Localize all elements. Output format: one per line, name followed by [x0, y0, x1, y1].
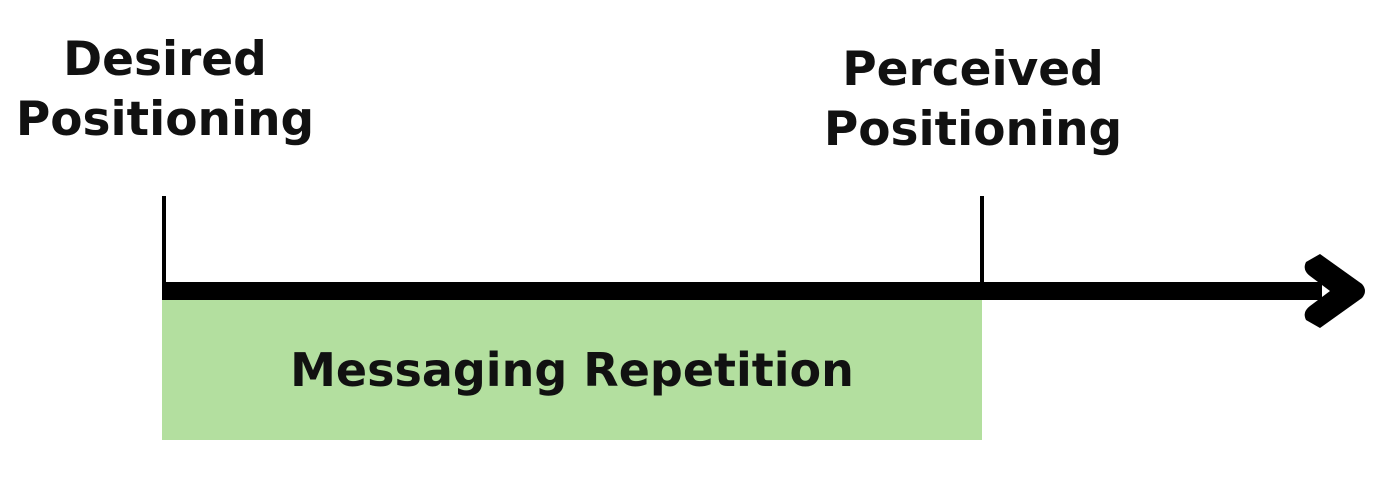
perceived-positioning-tick: [980, 196, 984, 286]
perceived-positioning-label: Perceived Positioning: [818, 40, 1128, 160]
perceived-positioning-label-line-1: Perceived: [842, 42, 1104, 97]
messaging-repetition-band: [162, 300, 982, 440]
desired-positioning-tick: [162, 196, 166, 286]
desired-positioning-label-line-1: Desired: [63, 32, 267, 87]
perceived-positioning-label-line-2: Positioning: [823, 102, 1123, 157]
timeline-arrow-shaft: [162, 282, 1322, 300]
desired-positioning-label-line-2: Positioning: [15, 92, 315, 147]
desired-positioning-label: Desired Positioning: [10, 30, 320, 150]
timeline-arrow-head: [1304, 254, 1365, 328]
